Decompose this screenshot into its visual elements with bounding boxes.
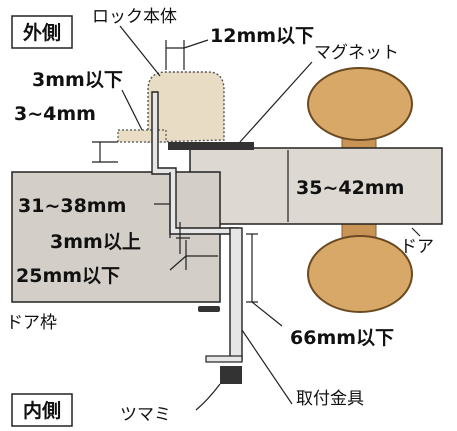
inside-label: 内側 <box>23 399 61 422</box>
lock-body-label: ロック本体 <box>92 7 177 27</box>
knob-top <box>307 67 413 141</box>
door-frame-label: ドア枠 <box>6 313 57 333</box>
thumb-turn-knob <box>220 366 242 384</box>
gap-12-label: 12mm以下 <box>210 25 314 47</box>
mounting-fitting <box>229 227 243 361</box>
knob-bottom <box>307 235 413 313</box>
gap-3-4-label: 3~4mm <box>14 103 96 125</box>
door-frame <box>11 171 221 303</box>
outside-box: 外側 <box>11 15 73 49</box>
frame-stopper <box>198 306 220 312</box>
inside-box: 内側 <box>11 393 73 427</box>
dimension-lines <box>92 25 421 411</box>
magnet-label: マグネット <box>314 43 399 63</box>
frame-depth-label: 31~38mm <box>18 195 126 217</box>
knob-label: ツマミ <box>120 405 171 425</box>
magnet-strip <box>168 142 254 150</box>
fitting-label: 取付金具 <box>296 389 364 409</box>
gap-66-label: 66mm以下 <box>290 327 394 349</box>
door-knob <box>307 67 413 313</box>
gap-3-min-label: 3mm以上 <box>50 231 141 253</box>
gap-3-label: 3mm以下 <box>32 69 123 91</box>
door-label: ドア <box>400 237 434 257</box>
fitting-tab <box>205 355 243 363</box>
outside-label: 外側 <box>23 21 61 44</box>
gap-25-label: 25mm以下 <box>16 265 120 287</box>
lock-body <box>147 71 225 143</box>
door-thickness-label: 35~42mm <box>296 177 404 199</box>
lock-base-plate <box>117 129 167 143</box>
